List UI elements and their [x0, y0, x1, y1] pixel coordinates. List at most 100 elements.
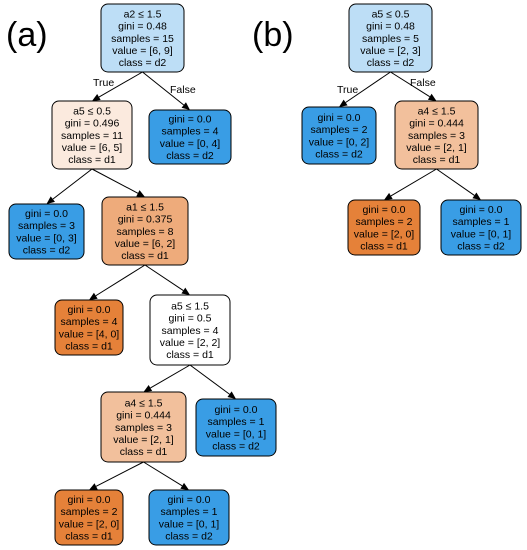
node-text-line: samples = 2	[356, 216, 413, 228]
node-text-line: gini = 0.444	[116, 410, 171, 422]
node-text-line: class = d1	[120, 446, 168, 458]
node-text-line: value = [6, 2]	[115, 238, 175, 250]
node-text-line: gini = 0.0	[169, 114, 212, 126]
node-box	[148, 489, 230, 546]
node-text-line: class = d2	[23, 245, 71, 257]
node-text-line: a5 ≤ 0.5	[372, 8, 410, 20]
panel-a-label: (a)	[6, 16, 48, 54]
node-box	[301, 106, 377, 165]
node-box	[347, 199, 421, 256]
node-text-line: gini = 0.0	[68, 494, 111, 506]
node-box	[440, 199, 522, 256]
edge-arrowhead	[89, 292, 98, 300]
node-text-line: gini = 0.496	[65, 118, 120, 130]
node-text-line: class = d2	[315, 149, 363, 161]
node-text-line: samples = 3	[408, 130, 465, 142]
node-text-line: value = [0, 1]	[451, 228, 511, 240]
node-text-line: value = [0, 4]	[160, 138, 220, 150]
node-box	[149, 294, 231, 366]
edge-a_lrr-to-a_lrrl	[150, 364, 191, 389]
node-text-line: samples = 5	[362, 33, 419, 45]
node-box	[54, 489, 124, 546]
node-text-line: gini = 0.0	[318, 112, 361, 124]
edge-a_lrr-to-a_lrrr	[189, 364, 230, 395]
node-text-line: samples = 11	[61, 130, 123, 142]
edge-b_root-to-b_r	[390, 71, 430, 98]
node-text-line: a4 ≤ 1.5	[125, 397, 163, 409]
edge-label-false: False	[170, 84, 196, 96]
node-text-line: a2 ≤ 1.5	[124, 8, 162, 20]
node-text-line: a4 ≤ 1.5	[418, 105, 456, 117]
node-text-line: class = d2	[165, 531, 213, 543]
edge-arrowhead	[89, 483, 98, 490]
edge-a_lrrl-to-a_lrrlr	[143, 461, 183, 487]
edge-arrowhead	[227, 391, 236, 399]
node-text-line: samples = 15	[111, 33, 174, 45]
edge-arrowhead	[180, 482, 189, 490]
node-text-line: gini = 0.0	[25, 208, 68, 220]
node-text-line: class = d1	[121, 250, 169, 262]
node-text-line: samples = 8	[117, 226, 174, 238]
node-text-line: value = [2, 2]	[160, 337, 220, 349]
node-text-line: gini = 0.0	[168, 494, 211, 506]
edge-arrowhead	[92, 93, 101, 101]
edge-label-true: True	[337, 84, 358, 96]
node-text-line: value = [4, 0]	[59, 328, 119, 340]
node-box	[148, 109, 232, 165]
edge-a_l-to-a_lr	[91, 168, 139, 194]
edge-arrowhead	[472, 192, 481, 200]
node-text-line: value = [2, 3]	[360, 45, 420, 57]
node-box	[101, 196, 189, 266]
edge-b_r-to-b_rr	[436, 168, 475, 196]
edge-a_lr-to-a_lrr	[144, 264, 184, 291]
node-text-line: class = d1	[166, 349, 214, 361]
edge-arrowhead	[384, 192, 393, 200]
node-text-line: value = [2, 0]	[354, 228, 414, 240]
node-text-line: value = [6, 9]	[112, 45, 172, 57]
node-text-line: samples = 4	[162, 325, 219, 337]
edge-b_r-to-b_rl	[390, 168, 437, 197]
node-text-line: gini = 0.5	[169, 313, 212, 325]
node-text-line: a1 ≤ 1.5	[126, 201, 164, 213]
node-text-line: value = [2, 1]	[406, 142, 466, 154]
node-box	[100, 3, 185, 73]
node-text-line: value = [0, 1]	[159, 518, 219, 530]
node-text-line: class = d1	[65, 531, 113, 543]
node-text-line: value = [6, 5]	[62, 142, 122, 154]
edge-arrowhead	[181, 287, 190, 295]
node-text-line: class = d2	[212, 441, 260, 453]
node-text-line: class = d2	[166, 150, 214, 162]
edge-a_root-to-a_l	[98, 71, 143, 98]
edge-arrowhead	[143, 384, 153, 392]
edge-arrowhead	[136, 190, 145, 197]
edge-a_l-to-a_ll	[52, 168, 93, 200]
node-text-line: samples = 2	[61, 506, 118, 518]
node-text-line: class = d1	[68, 154, 116, 166]
node-box	[54, 299, 124, 356]
node-box	[100, 391, 187, 463]
panel-b-label: (b)	[252, 16, 294, 54]
node-text-line: value = [2, 0]	[59, 518, 119, 530]
node-text-line: a5 ≤ 1.5	[171, 300, 209, 312]
node-text-line: value = [2, 1]	[113, 434, 173, 446]
node-text-line: samples = 4	[61, 316, 118, 328]
node-text-line: class = d2	[367, 57, 415, 69]
edge-arrowhead	[46, 196, 55, 204]
edge-arrowhead	[181, 102, 190, 110]
node-box	[195, 398, 277, 457]
